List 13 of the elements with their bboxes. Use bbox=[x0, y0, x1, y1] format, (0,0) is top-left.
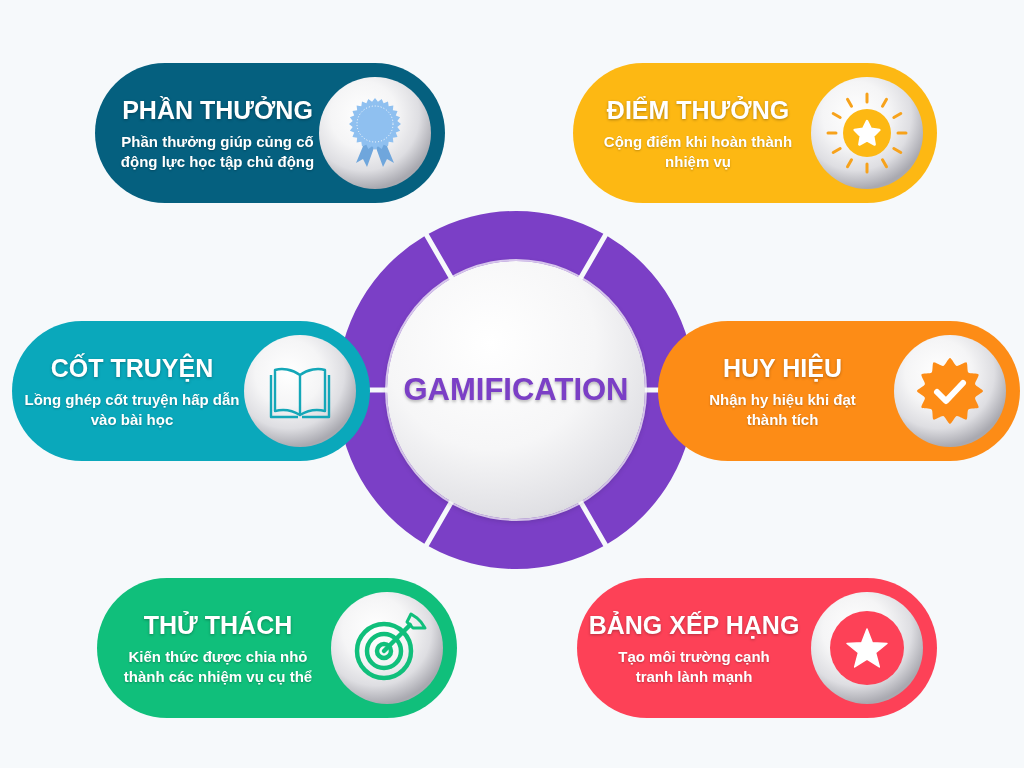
heading: CỐT TRUYỆN bbox=[50, 352, 214, 383]
heading: THỬ THÁCH bbox=[143, 609, 293, 640]
description: Cộng điểm khi hoàn thành nhiệm vụ bbox=[602, 131, 794, 172]
description: Kiến thức được chia nhỏ thành các nhiệm vụ cụ thể bbox=[122, 646, 314, 687]
heading: ĐIỂM THƯỞNG bbox=[606, 94, 790, 125]
description: Nhận hy hiệu khi đạt thành tích bbox=[708, 389, 857, 430]
description: Tạo môi trường cạnh tranh lành mạnh bbox=[617, 646, 771, 687]
heading: HUY HIỆU bbox=[723, 352, 842, 383]
heading: BẢNG XẾP HẠNG bbox=[588, 609, 800, 640]
description: Phần thưởng giúp củng cố động lực học tập chủ động bbox=[119, 131, 316, 172]
hub-title: GAMIFICATION bbox=[403, 372, 629, 408]
heading: PHẦN THƯỞNG bbox=[122, 94, 313, 125]
description: Lồng ghép cốt truyện hấp dẫn vào bài học bbox=[23, 389, 241, 430]
